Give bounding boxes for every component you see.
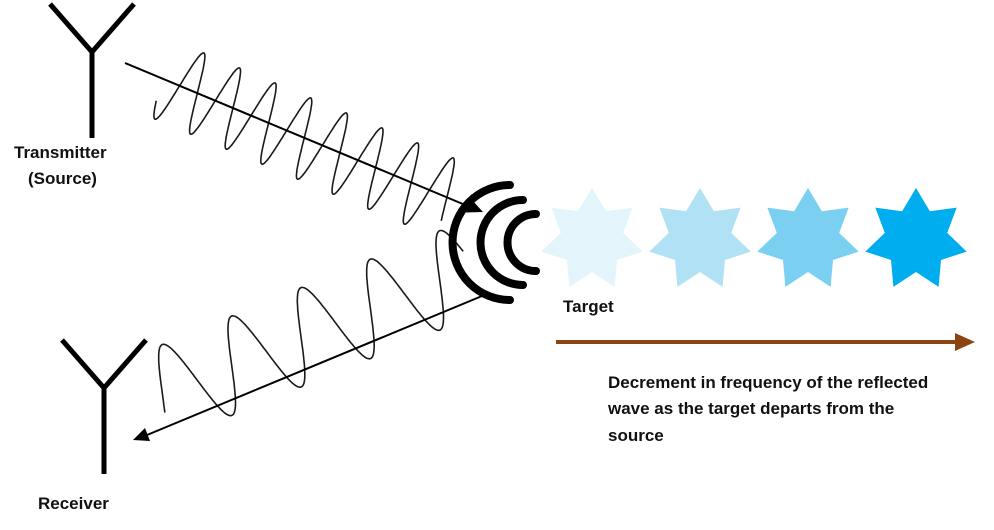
transmitter-label-line2: (Source) xyxy=(28,169,97,189)
star-icon xyxy=(541,188,643,287)
transmitter-label: Transmitter (Source) xyxy=(14,143,107,190)
incident-wave xyxy=(153,52,456,225)
incident-arrow xyxy=(124,62,483,213)
star-icon xyxy=(649,188,751,287)
star-icon xyxy=(757,188,859,287)
reflection-arcs-icon xyxy=(448,181,540,304)
transmitter-antenna-icon xyxy=(48,2,136,138)
motion-arrow xyxy=(556,333,975,351)
reflected-wave xyxy=(157,229,464,417)
target-stars xyxy=(541,188,967,287)
caption-text: Decrement in frequency of the reflected … xyxy=(608,373,929,445)
target-label: Target xyxy=(563,297,614,316)
reflected-arrow xyxy=(133,295,483,441)
star-icon xyxy=(865,188,967,287)
receiver-antenna-icon xyxy=(60,338,148,474)
transmitter-label-line1: Transmitter xyxy=(14,143,107,162)
receiver-label: Receiver xyxy=(38,494,109,513)
